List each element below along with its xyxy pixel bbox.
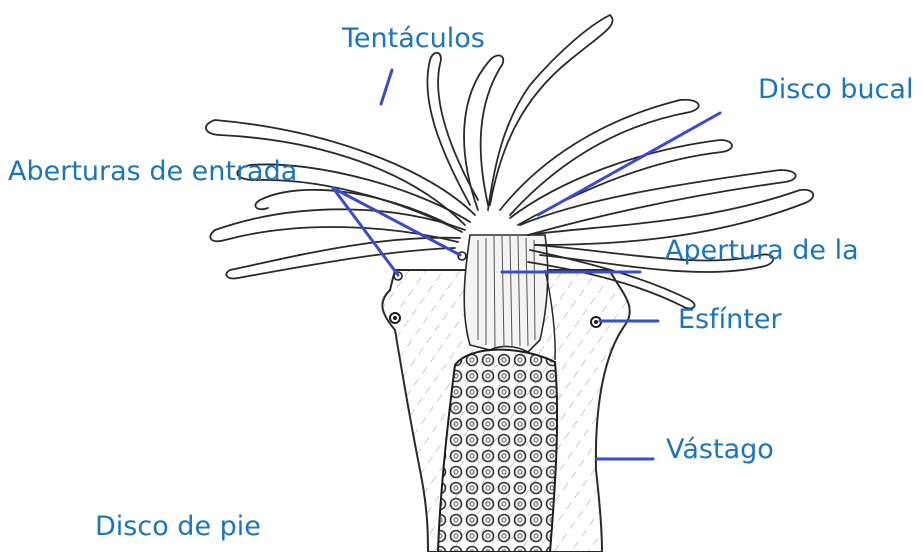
leader-disco-bucal	[538, 113, 720, 215]
anemone-column	[382, 235, 629, 552]
label-disco-de-pie: Disco de pie	[95, 513, 261, 540]
label-aberturas-de-entrada: Aberturas de entrada	[8, 158, 297, 185]
label-apertura-de-la: Apertura de la	[665, 237, 859, 264]
label-tentaculos: Tentáculos	[342, 25, 485, 52]
label-esfinter: Esfínter	[678, 306, 782, 333]
label-disco-bucal: Disco bucal	[758, 76, 913, 103]
leader-tentaculos	[381, 70, 392, 104]
label-vastago: Vástago	[666, 436, 774, 463]
